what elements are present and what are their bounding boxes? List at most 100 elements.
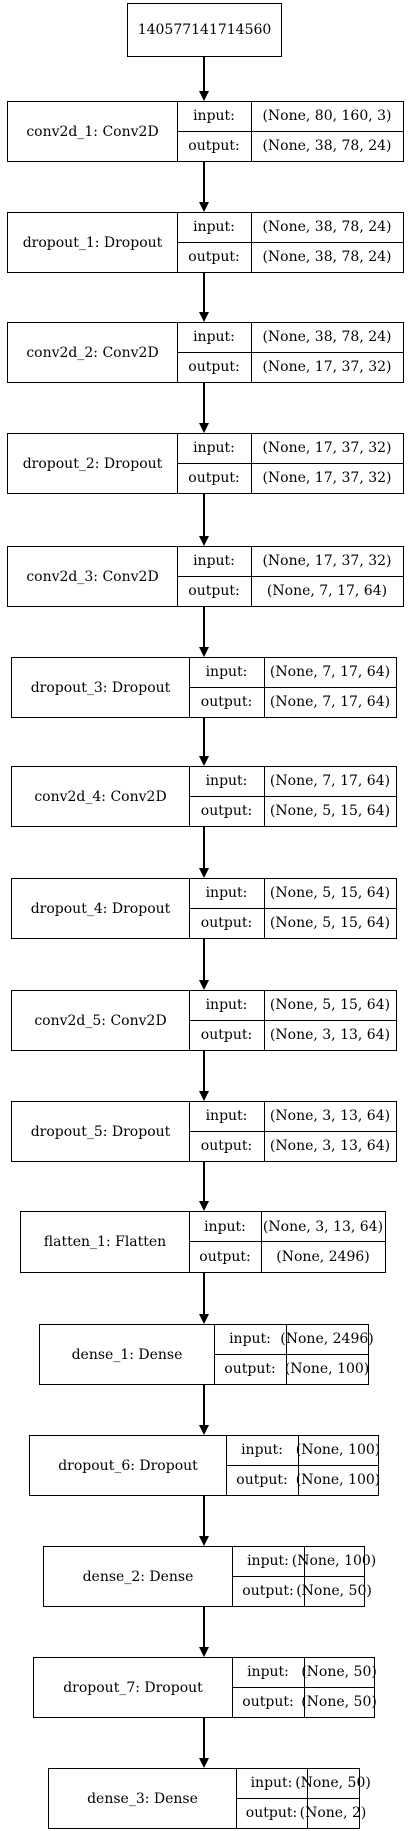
- input-label: input:: [189, 1102, 264, 1132]
- input-label: input:: [177, 323, 251, 353]
- input-label: input:: [189, 658, 264, 688]
- output-label: output:: [188, 249, 240, 266]
- port-shapes: (None, 3, 13, 64)(None, 2496): [261, 1212, 385, 1272]
- arrowhead-icon: [199, 1425, 209, 1435]
- port-shapes: (None, 100)(None, 100): [296, 1436, 381, 1495]
- port-shapes: (None, 38, 78, 24) (None, 38, 78, 24): [251, 213, 403, 272]
- port-labels: input:output:: [232, 1658, 305, 1717]
- output-shape: (None, 17, 37, 32): [262, 470, 392, 487]
- output-shape: (None, 50): [296, 1583, 372, 1600]
- arrowhead-icon: [199, 1201, 209, 1211]
- output-label: output:: [188, 583, 240, 600]
- arrowhead-icon: [199, 1314, 209, 1324]
- input-shape: (None, 100): [292, 1547, 376, 1577]
- port-labels: input:output:: [189, 658, 265, 717]
- output-shape: (None, 7, 17, 64): [266, 583, 388, 600]
- layer-name: dense_1: Dense: [40, 1325, 215, 1384]
- output-shape: (None, 17, 37, 32): [262, 359, 392, 376]
- input-label: input:: [226, 1436, 298, 1466]
- layer-name: conv2d_1: Conv2D: [8, 102, 178, 161]
- port-labels: input:output:: [177, 547, 252, 606]
- port-shapes: (None, 50)(None, 2): [295, 1769, 371, 1828]
- output-shape: (None, 38, 78, 24): [262, 249, 392, 266]
- edge-line: [203, 1496, 205, 1536]
- port-shapes: (None, 7, 17, 64) (None, 7, 17, 64): [264, 658, 396, 717]
- arrowhead-icon: [199, 756, 209, 766]
- port-labels: input: output:: [189, 767, 265, 826]
- input-shape: (None, 80, 160, 3): [251, 102, 403, 132]
- input-shape: (None, 50): [295, 1769, 371, 1799]
- output-shape: (None, 50): [301, 1694, 377, 1711]
- output-shape: (None, 3, 13, 64): [269, 1138, 391, 1155]
- port-shapes: (None, 100) (None, 50): [292, 1547, 377, 1606]
- output-label: output:: [200, 915, 253, 932]
- arrowhead-icon: [199, 312, 209, 322]
- output-shape: (None, 7, 17, 64): [269, 694, 391, 711]
- input-label: input:: [177, 102, 251, 132]
- output-label: output:: [242, 1583, 294, 1600]
- layer-name: dropout_4: Dropout: [12, 879, 190, 938]
- output-label: output:: [200, 803, 253, 820]
- arrowhead-icon: [199, 647, 209, 657]
- output-label: output:: [199, 1249, 251, 1265]
- port-labels: input:output:: [236, 1769, 308, 1828]
- arrowhead-icon: [199, 91, 209, 101]
- port-shapes: (None, 17, 37, 32)(None, 17, 37, 32): [251, 434, 403, 493]
- input-shape: (None, 100): [296, 1436, 380, 1466]
- port-shapes: (None, 38, 78, 24) (None, 17, 37, 32): [251, 323, 403, 382]
- arrowhead-icon: [199, 202, 209, 212]
- input-label: input:: [177, 213, 251, 243]
- layer-name: dropout_6: Dropout: [30, 1436, 227, 1495]
- edge-line: [203, 718, 205, 756]
- arrowhead-icon: [199, 980, 209, 990]
- input-shape: (None, 7, 17, 64): [264, 767, 396, 797]
- port-labels: input:output:: [177, 434, 252, 493]
- arrowhead-icon: [199, 1647, 209, 1657]
- edge-line: [203, 1051, 205, 1091]
- edge-line: [203, 1273, 205, 1314]
- port-labels: input: output:: [189, 1212, 262, 1272]
- input-label: input:: [236, 1769, 307, 1799]
- edge-line: [203, 494, 205, 536]
- edge-line: [203, 383, 205, 423]
- output-label: output:: [242, 1694, 294, 1711]
- output-label: output:: [200, 1027, 253, 1044]
- input-label: input:: [189, 1212, 261, 1242]
- input-label: input:: [214, 1325, 286, 1355]
- layer-name: conv2d_3: Conv2D: [8, 547, 178, 606]
- edge-line: [203, 273, 205, 312]
- output-shape: (None, 100): [284, 1361, 370, 1378]
- input-label: input:: [189, 767, 264, 797]
- port-shapes: (None, 3, 13, 64)(None, 3, 13, 64): [264, 1102, 396, 1161]
- input-shape: (None, 7, 17, 64): [264, 658, 396, 688]
- port-labels: input:output:: [177, 323, 252, 382]
- input-shape: (None, 17, 37, 32): [251, 547, 403, 577]
- layer-name: dropout_1: Dropout: [8, 213, 178, 272]
- port-shapes: (None, 5, 15, 64)(None, 5, 15, 64): [264, 879, 396, 938]
- output-shape: (None, 5, 15, 64): [269, 803, 391, 820]
- port-shapes: (None, 2496) (None, 100): [280, 1325, 374, 1384]
- input-shape: (None, 2496): [280, 1325, 374, 1355]
- edge-line: [203, 607, 205, 647]
- port-labels: input: output:: [214, 1325, 287, 1384]
- output-label: output:: [224, 1361, 276, 1378]
- input-label: input:: [177, 434, 251, 464]
- input-node: 140577141714560: [127, 3, 282, 57]
- layer-name: dropout_5: Dropout: [12, 1102, 190, 1161]
- output-shape: (None, 38, 78, 24): [262, 138, 392, 155]
- arrowhead-icon: [199, 536, 209, 546]
- layer-name: dense_3: Dense: [49, 1769, 237, 1828]
- input-shape: (None, 38, 78, 24): [251, 323, 403, 353]
- port-shapes: (None, 17, 37, 32) (None, 7, 17, 64): [251, 547, 403, 606]
- input-shape: (None, 38, 78, 24): [251, 213, 403, 243]
- input-label: input:: [232, 1547, 304, 1577]
